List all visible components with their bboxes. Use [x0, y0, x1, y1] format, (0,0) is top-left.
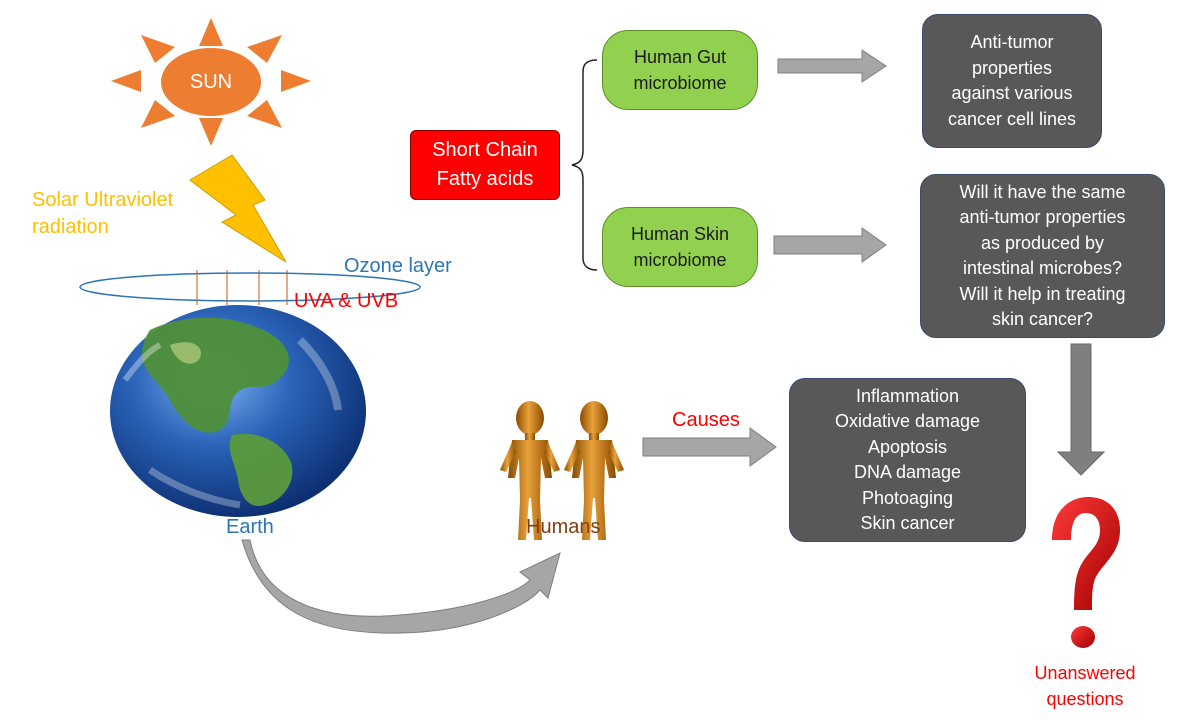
solar-uv-radiation-line2: radiation [32, 216, 109, 238]
unanswered-line2: questions [1046, 689, 1124, 709]
sun-icon [111, 18, 311, 146]
antitumor-line: against various [951, 83, 1073, 103]
uva-uvb-label: UVA & UVB [294, 290, 399, 312]
causes-arrow [642, 427, 777, 467]
research-question-box: Will it have the same anti-tumor propert… [920, 174, 1165, 338]
solar-uv-radiation-label: Solar Ultraviolet radiation [32, 187, 173, 241]
question-line: as produced by [980, 232, 1105, 253]
effect-item: Photoaging [861, 487, 954, 508]
effect-item: DNA damage [853, 462, 962, 482]
ozone-layer-ring [79, 272, 421, 302]
humans-figures-icon [500, 401, 624, 540]
human-gut-microbiome-box: Human Gut microbiome [602, 30, 758, 110]
effect-item: Skin cancer [860, 513, 955, 533]
question-line: Will it help in treating [959, 283, 1126, 304]
question-mark-icon [1052, 497, 1120, 648]
question-line: anti-tumor properties [959, 207, 1126, 227]
solar-uv-radiation-line1: Solar Ultraviolet [32, 189, 174, 211]
bracket-connector [571, 59, 598, 271]
uv-effects-box: Inflammation Oxidative damage Apoptosis … [789, 378, 1026, 542]
effect-item: Apoptosis [867, 436, 948, 457]
antitumor-line: cancer cell lines [947, 108, 1077, 129]
skin-to-question-arrow [773, 227, 887, 263]
lightning-bolt-icon [189, 154, 287, 263]
earth-to-humans-curved-arrow [241, 539, 561, 634]
unanswered-questions-label: Unanswered questions [1020, 660, 1150, 712]
question-line: skin cancer? [991, 309, 1094, 329]
earth-globe-icon [110, 305, 366, 517]
scfa-line1: Short Chain [432, 139, 538, 161]
causes-label: Causes [672, 409, 740, 431]
gut-line1: Human Gut [633, 47, 727, 67]
ozone-layer-label: Ozone layer [344, 255, 452, 277]
question-line: intestinal microbes? [962, 258, 1123, 278]
gut-to-antitumor-arrow [777, 49, 887, 83]
unanswered-line1: Unanswered [1034, 663, 1136, 683]
humans-label: Humans [526, 516, 601, 538]
antitumor-line: Anti-tumor [970, 32, 1054, 52]
uv-ray-lines [196, 270, 288, 305]
effect-item: Inflammation [855, 385, 960, 406]
skin-line2: microbiome [633, 250, 727, 270]
gut-line2: microbiome [633, 73, 727, 93]
human-skin-microbiome-box: Human Skin microbiome [602, 207, 758, 287]
sun-label: SUN [189, 70, 233, 93]
earth-label: Earth [226, 516, 274, 538]
scfa-line2: Fatty acids [436, 168, 534, 190]
short-chain-fatty-acids-box: Short Chain Fatty acids [410, 130, 560, 200]
question-to-unanswered-arrow [1056, 343, 1106, 476]
effect-item: Oxidative damage [834, 411, 981, 431]
question-line: Will it have the same [959, 181, 1126, 202]
skin-line1: Human Skin [630, 224, 730, 244]
anti-tumor-properties-box: Anti-tumor properties against various ca… [922, 14, 1102, 148]
antitumor-line: properties [971, 57, 1053, 78]
